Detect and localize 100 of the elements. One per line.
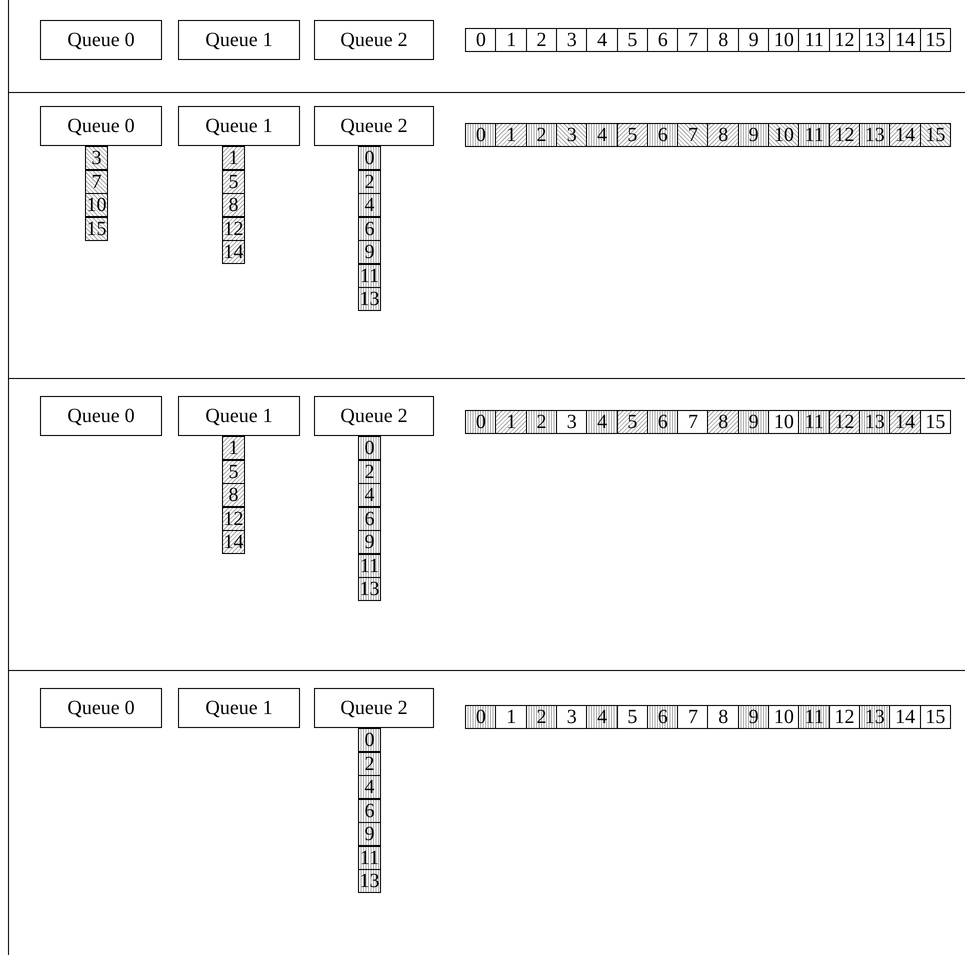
array-cell: 11: [798, 410, 830, 434]
queue-entry-cell: 4: [358, 775, 381, 799]
queue-entry-cell: 1: [222, 146, 245, 170]
array-cell: 3: [556, 123, 588, 147]
array-cell: 8: [707, 410, 740, 434]
array-cell: 9: [738, 28, 770, 52]
array-cell: 10: [768, 410, 800, 434]
array-cell: 11: [798, 123, 830, 147]
queue-box: Queue 2: [314, 106, 434, 146]
array-cell: 14: [889, 28, 921, 52]
array-cell: 10: [768, 705, 800, 729]
array-cell: 6: [646, 410, 679, 434]
array-cell: 2: [526, 410, 558, 434]
array-cell: 0: [465, 410, 497, 434]
array-cell: 11: [798, 705, 830, 729]
queue-box: Queue 0: [40, 20, 162, 60]
array-cell: 5: [616, 705, 648, 729]
array-cell: 10: [768, 28, 800, 52]
queue-entry-cell: 9: [358, 530, 381, 554]
queue-entry-cell: 2: [358, 170, 381, 194]
queue-entry-cell: 4: [358, 193, 381, 217]
queue-entry-cell: 9: [358, 822, 381, 846]
array-cell: 1: [495, 123, 528, 147]
queue-entry-cell: 5: [222, 170, 245, 194]
queue-entry-cell: 14: [222, 530, 245, 554]
array-cell: 1: [495, 705, 528, 729]
queue-box: Queue 0: [40, 688, 162, 728]
queue-entry-cell: 13: [358, 577, 381, 601]
array-cell: 4: [586, 28, 618, 52]
queue-box: Queue 1: [178, 20, 300, 60]
queue-entry-cell: 0: [358, 728, 381, 752]
array-cell: 13: [858, 705, 891, 729]
array-cell: 10: [768, 123, 800, 147]
queue-entry-cell: 2: [358, 460, 381, 484]
queue-entry-cell: 3: [85, 146, 108, 170]
queue-entry-cell: 1: [222, 436, 245, 460]
queue-entry-cell: 2: [358, 752, 381, 776]
array-cell: 7: [677, 123, 709, 147]
queue-box: Queue 1: [178, 396, 300, 436]
queue-entry-cell: 8: [222, 193, 245, 217]
array-cell: 6: [646, 28, 679, 52]
queue-entry-cell: 12: [222, 216, 245, 240]
array-cell: 12: [828, 28, 860, 52]
queue-entry-cell: 11: [358, 554, 381, 578]
queue-entry-cell: 7: [85, 170, 108, 194]
queue-entry-cell: 12: [222, 506, 245, 530]
array-cell: 12: [828, 705, 860, 729]
array-cell: 0: [465, 705, 497, 729]
array-cell: 8: [707, 705, 740, 729]
array-cell: 5: [616, 123, 648, 147]
array-cell: 4: [586, 123, 618, 147]
array-cell: 0: [465, 28, 497, 52]
queue-entry-cell: 11: [358, 264, 381, 288]
array-cell: 12: [828, 410, 860, 434]
array-cell: 9: [738, 410, 770, 434]
queue-entry-cell: 6: [358, 506, 381, 530]
queue-entry-cell: 15: [85, 216, 108, 240]
array-cell: 14: [889, 705, 921, 729]
queue-entry-cell: 8: [222, 483, 245, 507]
queue-box: Queue 0: [40, 106, 162, 146]
queue-box: Queue 2: [314, 20, 434, 60]
array-cell: 13: [858, 410, 891, 434]
array-cell: 2: [526, 28, 558, 52]
array-cell: 14: [889, 410, 921, 434]
array-cell: 11: [798, 28, 830, 52]
queue-entry-cell: 10: [85, 193, 108, 217]
array-cell: 7: [677, 705, 709, 729]
array-cell: 7: [677, 410, 709, 434]
array-cell: 15: [920, 705, 952, 729]
queue-entry-cell: 13: [358, 287, 381, 311]
array-cell: 6: [646, 123, 679, 147]
array-cell: 12: [828, 123, 860, 147]
array-cell: 13: [858, 28, 891, 52]
array-cell: 2: [526, 123, 558, 147]
array-cell: 3: [556, 705, 588, 729]
queue-entry-cell: 11: [358, 846, 381, 870]
queue-box: Queue 1: [178, 106, 300, 146]
queue-entry-cell: 6: [358, 216, 381, 240]
array-cell: 15: [920, 123, 952, 147]
array-cell: 8: [707, 123, 740, 147]
queue-entry-cell: 9: [358, 240, 381, 264]
array-cell: 3: [556, 410, 588, 434]
array-cell: 9: [738, 123, 770, 147]
queue-entry-cell: 4: [358, 483, 381, 507]
array-cell: 4: [586, 410, 618, 434]
array-cell: 1: [495, 28, 528, 52]
array-cell: 1: [495, 410, 528, 434]
array-cell: 9: [738, 705, 770, 729]
queue-box: Queue 2: [314, 396, 434, 436]
queue-entry-cell: 14: [222, 240, 245, 264]
array-cell: 0: [465, 123, 497, 147]
array-cell: 8: [707, 28, 740, 52]
array-cell: 6: [646, 705, 679, 729]
array-cell: 7: [677, 28, 709, 52]
array-cell: 13: [858, 123, 891, 147]
queue-entry-cell: 6: [358, 798, 381, 822]
array-cell: 4: [586, 705, 618, 729]
queue-entry-cell: 0: [358, 436, 381, 460]
queue-entry-cell: 5: [222, 460, 245, 484]
queue-entry-cell: 13: [358, 869, 381, 893]
